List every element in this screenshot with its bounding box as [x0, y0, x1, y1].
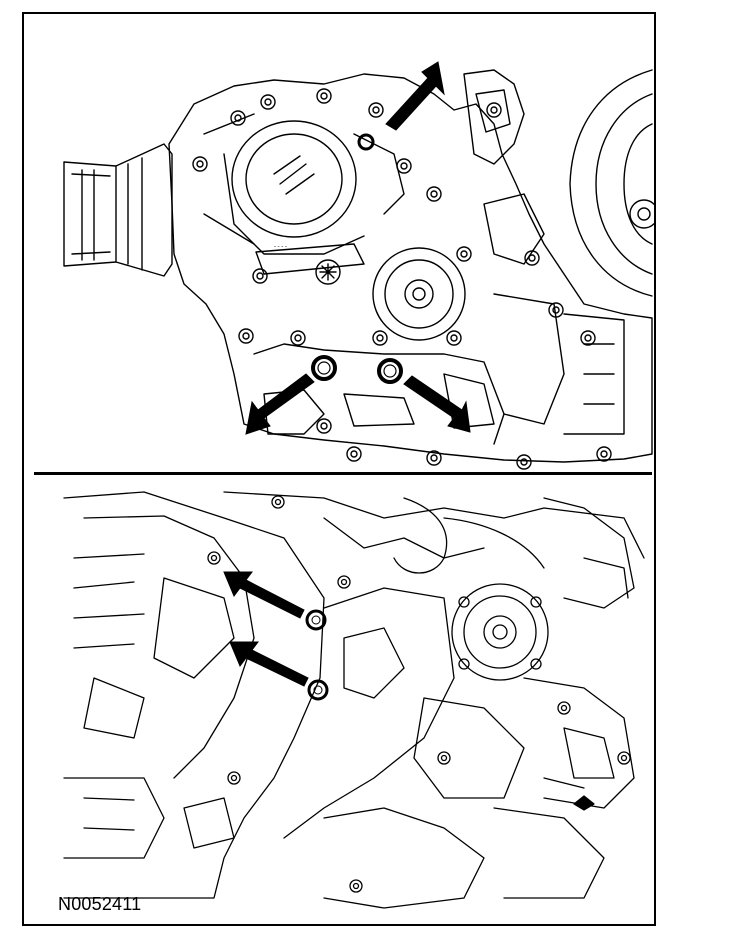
pump-housing	[372, 247, 466, 341]
arrow-lower-right	[403, 375, 471, 433]
arrow-lower	[229, 641, 309, 687]
top-callout-arrows	[245, 61, 471, 435]
cover-bolts	[192, 88, 612, 470]
arrow-upper	[223, 571, 305, 619]
panel-divider	[34, 472, 652, 475]
engine-block	[63, 491, 325, 899]
svg-text:- - - -: - - - -	[274, 244, 287, 250]
illustration-frame: - - - -	[22, 12, 656, 926]
crank-pulley	[569, 69, 653, 297]
figure-id-label: N0052411	[58, 894, 142, 914]
bottom-panel-installed-view	[24, 478, 654, 926]
arrow-upper-right	[385, 61, 445, 131]
front-cover-outline	[168, 73, 653, 463]
block-bolts	[207, 495, 631, 893]
water-pump-hub	[483, 615, 517, 649]
installed-engine-drawing	[63, 491, 645, 909]
top-panel-front-cover-view: - - - -	[24, 14, 654, 474]
water-pump-flange	[451, 583, 549, 681]
intake-tube	[63, 161, 117, 267]
top-seal-rings	[311, 133, 403, 384]
arrow-lower-left	[245, 373, 315, 435]
pump-hub	[404, 279, 434, 309]
cam-boss	[231, 120, 357, 238]
front-cover-drawing: - - - -	[63, 61, 654, 470]
bottom-callout-arrows	[223, 571, 309, 687]
bottom-seal-rings	[305, 609, 329, 701]
